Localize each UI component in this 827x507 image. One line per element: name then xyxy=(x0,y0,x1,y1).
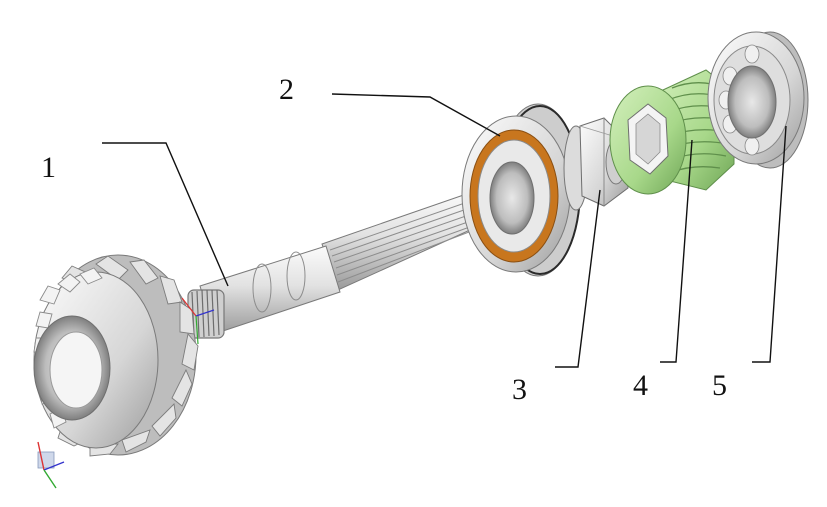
leader-line-5 xyxy=(752,125,787,363)
gear-shaft-part xyxy=(33,189,493,457)
leader-line-2 xyxy=(331,93,501,137)
threaded-bushing-part xyxy=(609,69,735,195)
leader-line-1 xyxy=(102,142,229,287)
helical-gear xyxy=(33,254,199,457)
callout-label-1: 1 xyxy=(41,151,56,184)
leader-line-4 xyxy=(660,139,693,363)
shaft-splines xyxy=(321,189,493,291)
callout-label-3: 3 xyxy=(512,373,527,406)
bearing-with-seal-part xyxy=(461,103,581,277)
callout-label-4: 4 xyxy=(633,369,648,402)
leader-line-3 xyxy=(555,189,601,368)
callout-label-5: 5 xyxy=(712,369,727,402)
axis-triad-icon xyxy=(37,441,65,489)
ball-bearing-part xyxy=(707,31,809,169)
callout-label-2: 2 xyxy=(279,73,294,106)
leader-lines xyxy=(102,93,787,368)
local-triad-icon xyxy=(181,297,215,345)
